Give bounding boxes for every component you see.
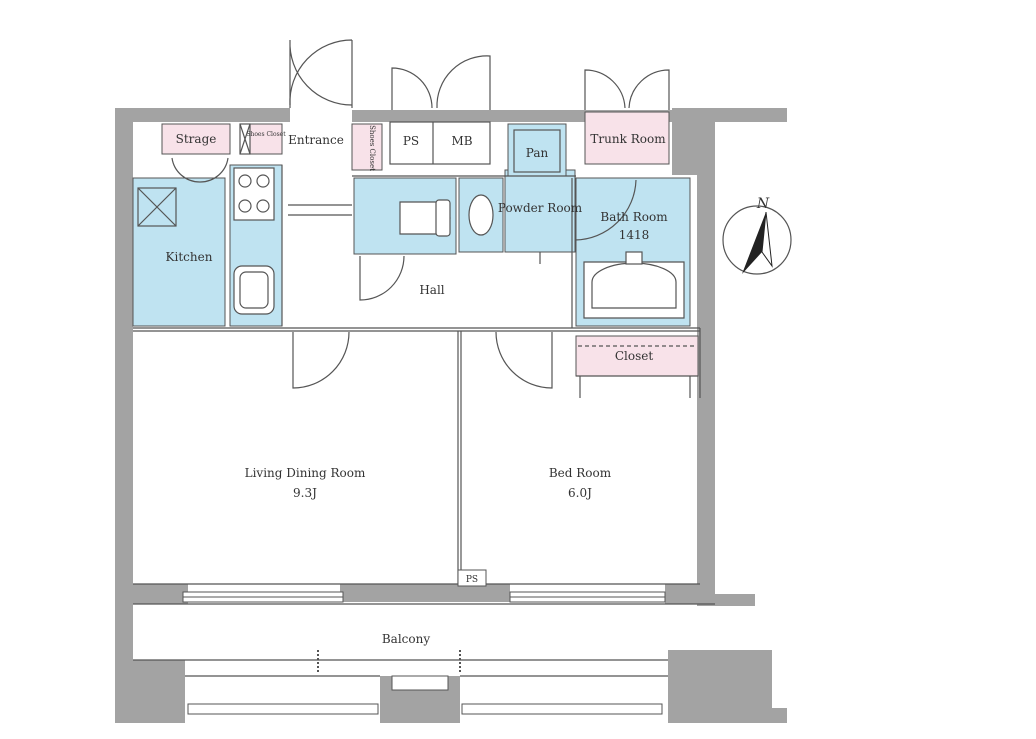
balcony-right-block (668, 650, 787, 723)
trunk-door-right (628, 69, 670, 110)
storage-areas (161, 111, 699, 377)
bedroom-size-label: 6.0J (568, 486, 592, 500)
shoes-closet-2-area (351, 123, 383, 171)
pan-label: Pan (526, 146, 549, 160)
compass: N (722, 196, 792, 275)
powder-room-label: Powder Room (498, 201, 583, 215)
entrance-label: Entrance (288, 133, 344, 147)
toilet-door (359, 255, 405, 301)
top-wall-left (115, 108, 290, 122)
interior-lines (133, 121, 715, 677)
ps-bottom-label: PS (466, 575, 478, 585)
ps-bottom-box (457, 569, 487, 587)
closet-label: Closet (615, 349, 654, 363)
living-size-label: 9.3J (293, 486, 317, 500)
living-label: Living Dining Room (245, 466, 366, 480)
bath-door (574, 179, 637, 241)
washbasin-icon (468, 194, 494, 236)
bottom-wall-right (665, 584, 700, 604)
mb-door (436, 55, 491, 110)
right-wall (672, 108, 787, 606)
balcony-drains (317, 650, 461, 672)
left-wall (115, 108, 133, 723)
storage-door (171, 157, 229, 183)
trunk-door-left (584, 69, 626, 110)
bottom-wall-mid (340, 584, 510, 602)
shoes-closet-1-area (249, 123, 283, 155)
storage-label: Strage (176, 132, 217, 146)
hall-label: Hall (419, 283, 444, 297)
mb-label: MB (451, 134, 472, 148)
trunk-room-area (584, 111, 670, 165)
stove-icon (233, 167, 275, 221)
bedroom-label: Bed Room (549, 466, 612, 480)
bath-room-label: Bath Room (600, 210, 668, 224)
kitchen-area (132, 177, 226, 327)
trunk-room-label: Trunk Room (590, 132, 666, 146)
room-labels: Strage Shoes Closet Entrance Shoes Close… (166, 125, 669, 646)
entrance-door-left (289, 39, 353, 108)
north-arrow-icon (742, 212, 766, 274)
powder-room-area (504, 169, 576, 253)
fixtures (137, 123, 685, 319)
balcony-label: Balcony (382, 632, 430, 646)
walls (115, 108, 787, 723)
bottom-wall-left (133, 584, 188, 604)
shoes-closet-2-label: Shoes Closet (368, 125, 376, 171)
windows (182, 591, 666, 715)
living-door (292, 331, 350, 389)
ps-mb-box (389, 121, 491, 165)
kitchen-label: Kitchen (166, 250, 213, 264)
shoes-closet-1-label: Shoes Closet (246, 131, 286, 138)
compass-north-label: N (756, 196, 770, 212)
bath-size-label: 1418 (619, 228, 650, 242)
compass-circle (722, 205, 792, 275)
fridge-icon (137, 187, 177, 227)
ps-top-label: PS (403, 134, 419, 148)
bedroom-door (495, 331, 553, 389)
balcony-left-block (115, 660, 185, 723)
storage-area (161, 123, 231, 155)
balcony-left-wall (115, 604, 133, 660)
ps-door (391, 67, 433, 110)
closet-area (575, 335, 699, 377)
door-swings (171, 39, 670, 389)
